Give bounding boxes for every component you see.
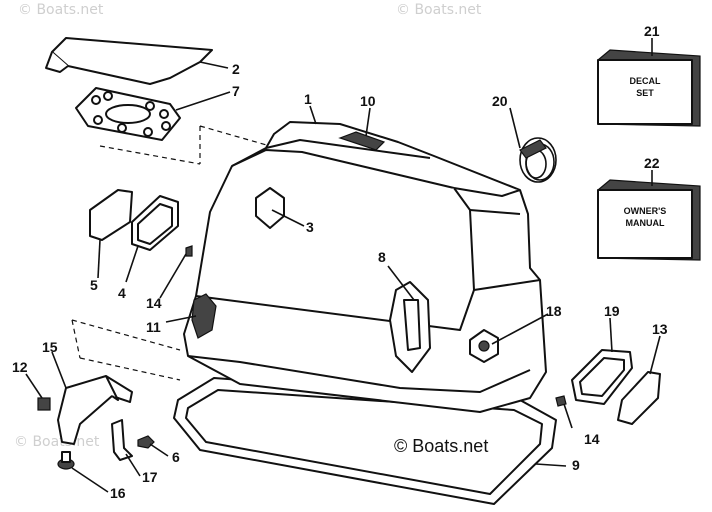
part-12-clip (37, 397, 51, 411)
part-18-grommet (469, 329, 499, 363)
callout-16: 16 (110, 485, 126, 501)
callout-9: 9 (572, 457, 580, 473)
leader-lines (25, 38, 661, 493)
callout-5: 5 (90, 277, 98, 293)
callout-13: 13 (652, 321, 668, 337)
callout-11: 11 (146, 319, 161, 335)
part-16-knob (57, 451, 75, 470)
callout-6: 6 (172, 449, 180, 465)
part-2-cover-plate (45, 37, 213, 85)
part-14-screw-b (555, 395, 567, 407)
guide-line-top (99, 125, 271, 165)
callout-15: 15 (42, 339, 58, 355)
callout-20: 20 (492, 93, 508, 109)
part-13-pad (617, 371, 661, 425)
decal-box-line-1: DECAL (630, 76, 662, 86)
callout-22: 22 (644, 155, 660, 171)
part-1-engine-cover (183, 121, 547, 413)
manual-box-line-2: MANUAL (626, 218, 665, 228)
callout-19: 19 (604, 303, 620, 319)
callout-3: 3 (306, 219, 314, 235)
part-6-screw (137, 435, 155, 449)
part-14-screw-a (185, 245, 193, 257)
part-15-bracket (57, 375, 133, 445)
part-7-gasket (75, 87, 181, 141)
callout-1: 1 (304, 91, 312, 107)
callout-14-left: 14 (146, 295, 162, 311)
part-19-frame (571, 349, 633, 405)
watermark-top-right: © Boats.net (396, 2, 482, 18)
decal-box-line-2: SET (636, 88, 654, 98)
callout-7: 7 (232, 83, 240, 99)
part-17-spring-clip (111, 419, 133, 461)
part-22-owners-manual-box: OWNER'S MANUAL (597, 179, 701, 261)
callout-12: 12 (12, 359, 28, 375)
callout-2: 2 (232, 61, 240, 77)
callout-21: 21 (644, 23, 660, 39)
callout-17: 17 (142, 469, 158, 485)
manual-box-line-1: OWNER'S (624, 206, 667, 216)
callout-14-right: 14 (584, 431, 600, 447)
part-11-latch (191, 293, 217, 339)
callout-10: 10 (360, 93, 376, 109)
part-21-decal-set-box: DECAL SET (597, 49, 701, 127)
copyright-text: © Boats.net (394, 436, 488, 456)
part-20-cable (519, 137, 557, 183)
watermark-top-left: © Boats.net (18, 2, 104, 18)
guide-line-left (71, 319, 181, 381)
watermark-bottom-left: © Boats.net (14, 434, 100, 450)
callout-18: 18 (546, 303, 562, 319)
part-5-pad (89, 189, 133, 241)
callout-8: 8 (378, 249, 386, 265)
part-4-plate (131, 195, 179, 251)
callout-4: 4 (118, 285, 126, 301)
